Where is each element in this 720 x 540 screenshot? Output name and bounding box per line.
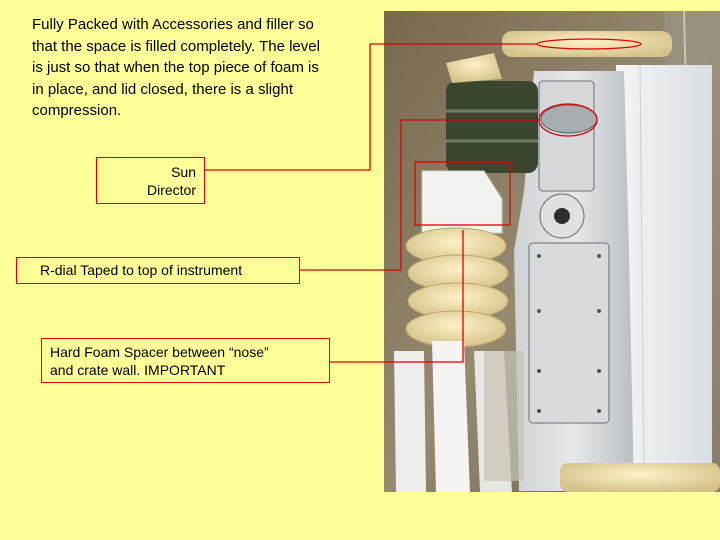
sun-director-label-line1: Sun [171, 164, 196, 180]
sun-director-label: Sun Director [96, 157, 205, 204]
crate-photo [384, 11, 720, 492]
foam-spacer-label: Hard Foam Spacer between “nose” and crat… [41, 338, 330, 383]
r-dial-label: R-dial Taped to top of instrument [16, 257, 300, 284]
foam-spacer-label-line2: and crate wall. IMPORTANT [50, 362, 226, 378]
intro-text: Fully Packed with Accessories and filler… [32, 16, 320, 119]
sun-director-label-line2: Director [146, 182, 196, 198]
foam-spacer-label-line1: Hard Foam Spacer between “nose” [50, 344, 269, 360]
